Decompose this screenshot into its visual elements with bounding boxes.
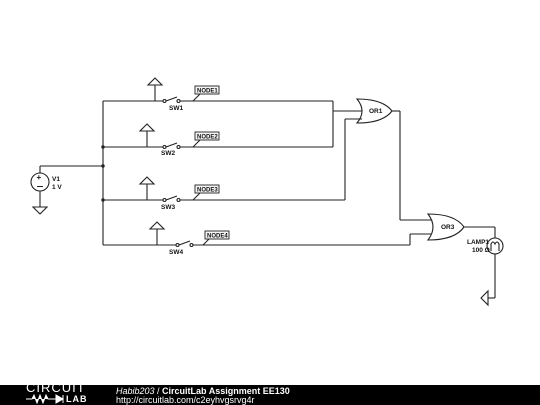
v1-value: 1 V (52, 184, 62, 191)
circuit-url[interactable]: http://circuitlab.com/c2eyhvgsrvg4r (116, 395, 255, 405)
or1-gate-body (355, 98, 393, 124)
circuit-title[interactable]: CircuitLab Assignment EE130 (162, 386, 290, 396)
actuator-arrow-icon (138, 176, 156, 185)
switch-contact (162, 144, 167, 150)
v1-label: V1 (52, 176, 60, 183)
voltage-source-v1: + V1 1 V (30, 165, 103, 215)
switch-blade (165, 195, 178, 201)
switch-sw4: NODE4 SW4 (103, 221, 410, 256)
actuator-arrow-icon (148, 221, 166, 230)
node4-tag (204, 230, 230, 240)
node3-tag (194, 184, 220, 194)
switch-blade (165, 96, 178, 102)
footer-bar: CIRCUIT LAB Habib203 / CircuitLab Assign… (0, 380, 540, 405)
switch-contact (162, 98, 167, 104)
node-flag-line (192, 192, 201, 201)
lamp-filament (490, 241, 500, 251)
author-name[interactable]: Habib203 (116, 386, 155, 396)
node-flag-line (192, 93, 201, 102)
sw3-label: SW3 (161, 204, 175, 211)
lamp-value: 100 Ω (472, 247, 490, 254)
credit-title-line: Habib203 / CircuitLab Assignment EE130 (116, 386, 290, 396)
or-gate-or3: OR3 (409, 213, 495, 245)
or3-gate-body (426, 213, 465, 241)
actuator-arrow-icon (138, 123, 156, 132)
node-flag-line (192, 139, 201, 148)
switch-sw2: NODE2 SW2 (103, 123, 333, 157)
node4-label: NODE4 (207, 234, 228, 240)
switch-blade (165, 142, 178, 148)
actuator-arrow-icon (146, 77, 164, 86)
ground-icon (31, 206, 49, 215)
ground-icon (480, 289, 489, 307)
or1-label: OR1 (369, 108, 383, 115)
plus-sign: + (37, 173, 42, 182)
switch-blade (178, 240, 191, 246)
sw1-label: SW1 (169, 105, 183, 112)
sw4-label: SW4 (169, 249, 183, 256)
switch-contact (162, 197, 167, 203)
node2-tag (194, 131, 220, 141)
or-gate-or1: OR1 (332, 98, 432, 221)
switch-contact (176, 197, 181, 203)
sw2-label: SW2 (161, 150, 175, 157)
or3-label: OR3 (441, 224, 455, 231)
switch-contact (175, 242, 180, 248)
schematic-canvas: + V1 1 V NODE1 SW1 NODE2 SW2 (30, 77, 504, 307)
node1-label: NODE1 (197, 89, 218, 95)
switch-contact (189, 242, 194, 248)
node3-label: NODE3 (197, 188, 218, 194)
logo-resistor-icon (26, 394, 65, 404)
switch-sw3: NODE3 SW3 (103, 176, 345, 211)
junction-dot (101, 164, 105, 168)
lamp-lamp1: LAMP1 100 Ω (467, 227, 504, 307)
switch-sw1: NODE1 SW1 (103, 77, 333, 112)
node2-label: NODE2 (197, 135, 218, 141)
lamp-name: LAMP1 (467, 239, 489, 246)
logo-lab-text: LAB (66, 394, 88, 404)
switch-contact (176, 144, 181, 150)
title-separator: / (154, 386, 163, 396)
switch-contact (176, 98, 181, 104)
node1-tag (194, 85, 220, 95)
circuitlab-logo: CIRCUIT (26, 380, 86, 395)
